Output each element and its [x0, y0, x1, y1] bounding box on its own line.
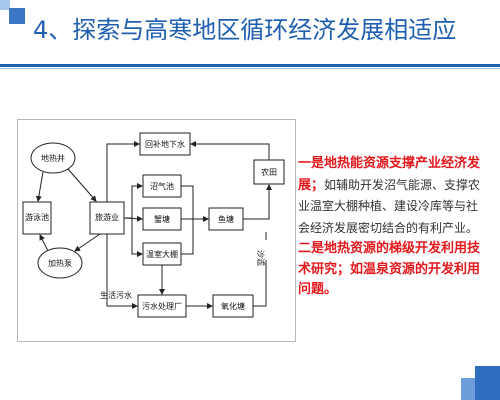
paragraph-1: 一是地热能资源支撑产业经济发展；如辅助开发沼气能源、支撑农业温室大棚种植、建设冷… — [298, 154, 488, 239]
corner-decoration-bottom-light — [461, 378, 475, 400]
slide-title: 4、探索与高寒地区循环经济发展相适应 — [33, 16, 457, 44]
domestic-sewage-label: 生活污水 — [100, 290, 132, 300]
circular-economy-diagram: 地热井 加热泵 游泳池 旅游业 回补地下水 沼气池 蟹塘 温室大棚 鱼塘 农田 … — [17, 119, 296, 342]
farmland-label: 农田 — [261, 167, 277, 177]
tourism-label: 旅游业 — [95, 212, 119, 222]
swimming-pool-label: 游泳池 — [25, 212, 49, 222]
greenhouse-label: 温室大棚 — [146, 249, 178, 259]
title-underline — [0, 64, 500, 67]
title-bullet-square — [9, 8, 25, 24]
swimming-pool-node — [22, 201, 52, 235]
paragraph-2: 二是地热资源的梯级开发利用技术研究；如温泉资源的开发利用问题。 — [298, 239, 488, 301]
text-panel: 一是地热能资源支撑产业经济发展；如辅助开发沼气能源、支撑农业温室大棚种植、建设冷… — [298, 154, 488, 301]
fish-pond-label: 鱼塘 — [218, 214, 234, 224]
sand-filter-label: 沙滤 — [256, 250, 266, 266]
crab-pond-label: 蟹塘 — [154, 214, 170, 224]
corner-decoration — [0, 0, 10, 10]
groundwater-label: 回补地下水 — [145, 139, 185, 149]
paragraph-1-heading: 一是地热能资源支撑产业经济发展； — [298, 156, 481, 193]
paragraph-1-body: 如辅助开发沼气能源、支撑农业温室大棚种植、建设冷库等与社会经济发展密切结合的有利… — [298, 177, 481, 235]
tourism-node — [89, 201, 125, 235]
diagram-connectors — [35, 141, 272, 309]
biogas-label: 沼气池 — [150, 181, 174, 191]
paragraph-2-heading: 二是地热资源的梯级开发利用技术研究；如温泉资源的开发利用问题。 — [298, 241, 481, 297]
heat-pump-node — [37, 247, 83, 279]
heat-pump-label: 加热泵 — [48, 258, 72, 268]
geothermal-well-node — [30, 142, 76, 174]
farmland-node — [253, 159, 285, 185]
title-underline-thin — [0, 68, 500, 69]
oxidation-pond-label: 氧化塘 — [221, 301, 245, 311]
corner-decoration-bottom — [475, 366, 500, 400]
diagram-svg: 地热井 加热泵 游泳池 旅游业 回补地下水 沼气池 蟹塘 温室大棚 鱼塘 农田 … — [22, 132, 285, 318]
geothermal-well-label: 地热井 — [41, 153, 65, 163]
sewage-plant-label: 污水处理厂 — [142, 301, 182, 311]
